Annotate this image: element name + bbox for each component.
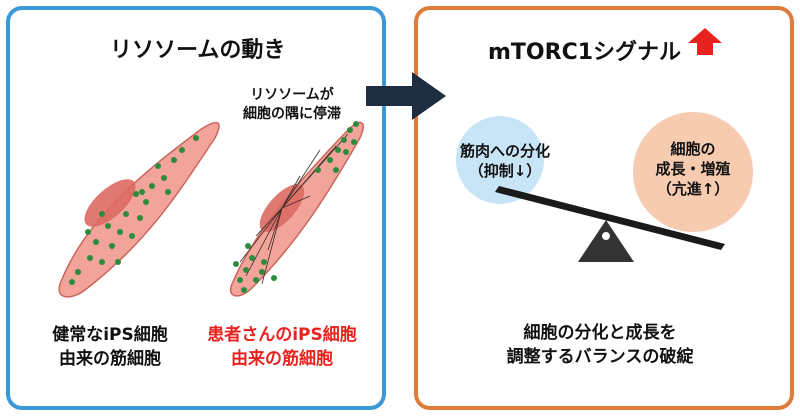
annotation-line-2: 細胞の隅に停滞 (243, 106, 341, 122)
cytoskeleton-line (267, 207, 283, 251)
healthy-label-line-1: 健常なiPS細胞 (52, 325, 168, 345)
growth-bubble (633, 112, 753, 232)
differentiation-line-1: 筋肉への分化 (459, 142, 550, 160)
cytoskeleton-line (245, 207, 283, 277)
cytoskeleton-line (281, 175, 301, 209)
lysosome-dot (333, 167, 339, 173)
lysosome-dot (99, 259, 105, 265)
lysosome-dot (75, 269, 81, 275)
lysosome-dot (117, 229, 123, 235)
lysosome-dot (87, 255, 93, 261)
lysosome-dot (343, 149, 349, 155)
lysosome-dot (93, 239, 99, 245)
lysosome-panel-title: リソソームの動き (110, 38, 286, 63)
patient-cell (229, 121, 364, 297)
lysosome-dot (193, 135, 199, 141)
lysosome-dot (105, 223, 111, 229)
lysosome-dot (259, 269, 265, 275)
lysosome-dot (69, 279, 75, 285)
lysosome-dot (353, 121, 359, 127)
lysosome-dot (253, 277, 259, 283)
cytoskeleton-line (281, 133, 349, 209)
lysosome-dot (249, 255, 255, 261)
lysosome-dot (139, 189, 145, 195)
lysosome-dot (241, 287, 247, 293)
lysosome-dot (129, 233, 135, 239)
lysosome-dot (99, 211, 105, 217)
cytoskeleton-line (281, 195, 311, 209)
lysosome-dot (341, 137, 347, 143)
cytoskeleton-line (261, 207, 283, 285)
lysosome-panel (6, 6, 386, 410)
seesaw-icon (495, 186, 725, 262)
lysosome-dot (109, 243, 115, 249)
growth-line-2: 成長・増殖 (655, 160, 731, 178)
cytoskeleton-lines (239, 133, 349, 285)
nucleus (84, 179, 136, 227)
lysosome-dot (165, 189, 171, 195)
lysosome-dot (123, 211, 129, 217)
lysosome-dot (243, 267, 249, 273)
lysosome-dot (133, 191, 139, 197)
healthy-label-line-2: 由来の筋細胞 (59, 349, 161, 369)
lysosome-dot (335, 147, 341, 153)
balance-caption-line-2: 調整するバランスの破綻 (506, 347, 694, 367)
cytoskeleton-line (281, 149, 321, 209)
patient-label-line-2: 由来の筋細胞 (231, 349, 333, 369)
lysosome-dot (327, 157, 333, 163)
lysosome-dot (245, 243, 251, 249)
mtorc1-panel-title: mTORC1シグナル (488, 40, 682, 65)
lysosome-dot (315, 167, 321, 173)
lysosome-dot (271, 275, 277, 281)
lysosome-dots (233, 121, 359, 293)
balance-caption-line-1: 細胞の分化と成長を (523, 323, 677, 343)
growth-line-1: 細胞の (670, 140, 716, 158)
lysosome-dot (237, 277, 243, 283)
cytoskeleton-line (239, 207, 283, 263)
lysosome-dot (155, 163, 161, 169)
patient-label-line-1: 患者さんのiPS細胞 (207, 325, 357, 345)
lysosome-dot (351, 139, 357, 145)
lysosome-dot (85, 229, 91, 235)
cytoskeleton-line (255, 207, 283, 237)
lysosome-dot (115, 259, 121, 265)
lysosome-dot (137, 215, 143, 221)
lysosome-dot (179, 147, 185, 153)
up-arrow-icon (688, 28, 722, 55)
lysosome-dot (149, 183, 155, 189)
transition-arrow-icon (366, 72, 446, 120)
differentiation-bubble (456, 116, 544, 204)
differentiation-line-2: （抑制↓） (468, 162, 542, 180)
lysosome-dot (161, 175, 167, 181)
lysosome-dot (347, 127, 353, 133)
annotation-line-1: リソソームが (250, 87, 334, 103)
growth-line-3: （亢進↑） (656, 180, 730, 198)
healthy-cell (58, 122, 220, 298)
lysosome-dot (233, 261, 239, 267)
lysosome-dot (261, 259, 267, 265)
lysosome-dot (143, 199, 149, 205)
lysosome-dots (69, 135, 199, 285)
lysosome-dot (171, 157, 177, 163)
